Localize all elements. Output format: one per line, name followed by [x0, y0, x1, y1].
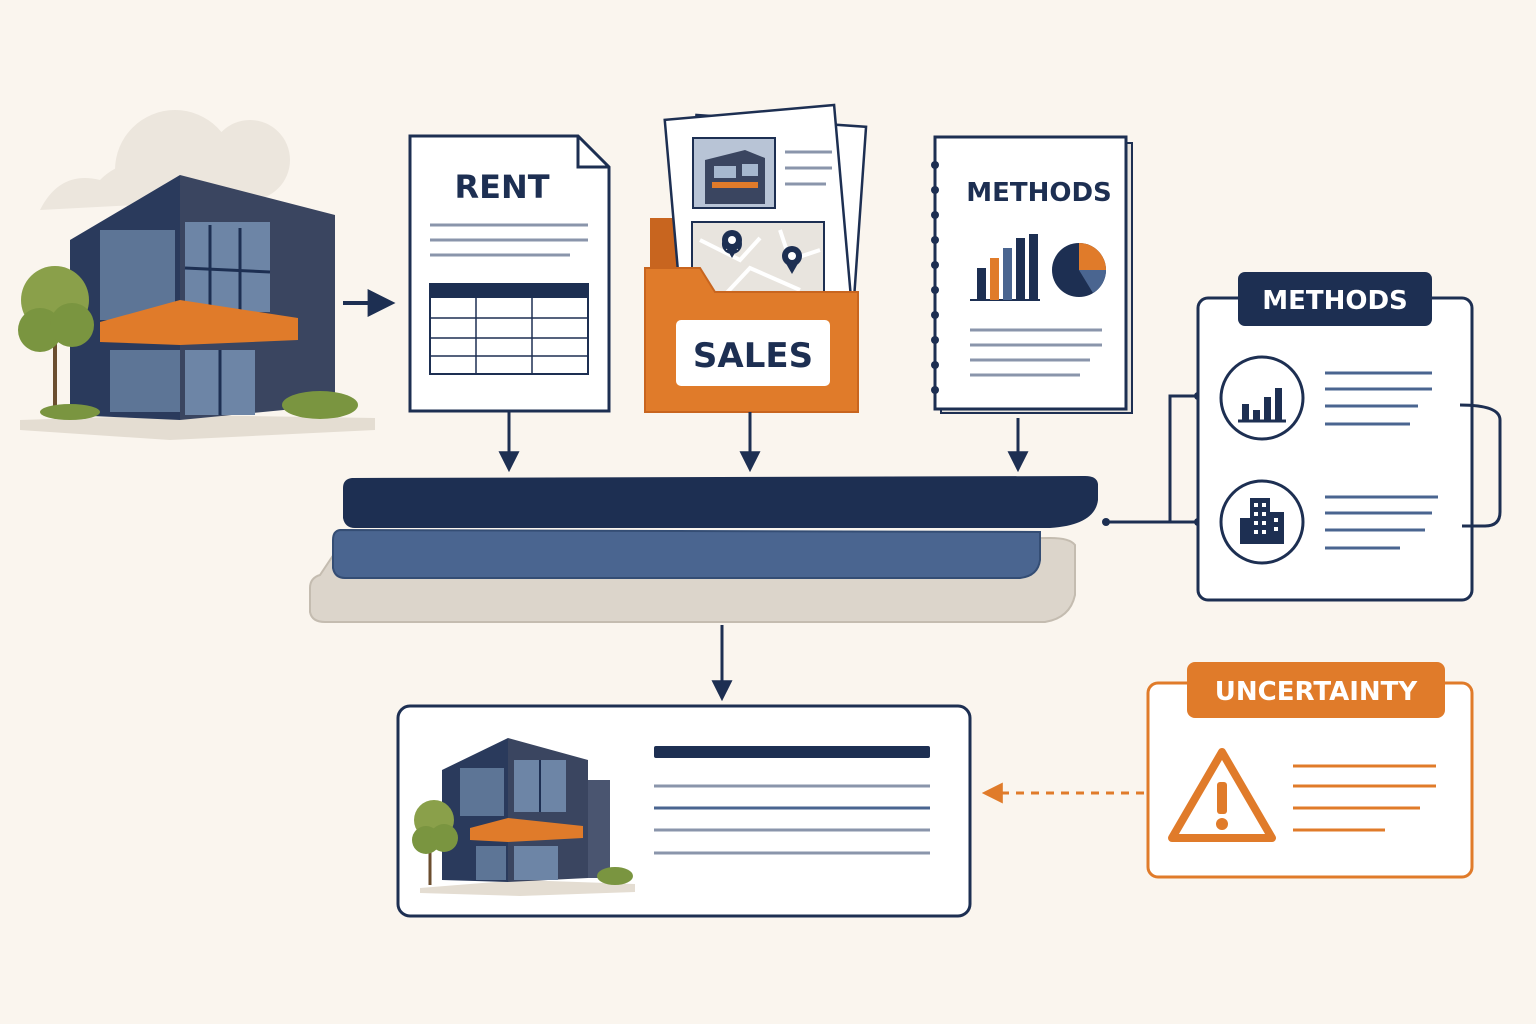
rent-table-icon	[429, 283, 589, 375]
pie-chart-icon	[1052, 243, 1106, 297]
methods-report: METHODS	[931, 135, 1133, 414]
warning-triangle-icon	[1168, 748, 1276, 842]
office-building-illustration	[412, 738, 635, 896]
uncertainty-panel: UNCERTAINTY	[1146, 662, 1474, 879]
methods-panel: METHODS	[1196, 272, 1502, 602]
bar-chart-icon	[1219, 355, 1305, 441]
data-platform-stack	[309, 476, 1098, 623]
office-building-illustration	[18, 110, 375, 440]
valuation-output-card	[396, 704, 972, 918]
uncertainty-panel-title: UNCERTAINTY	[1215, 677, 1419, 707]
methods-report-title: METHODS	[966, 178, 1112, 208]
bar-chart-icon	[970, 234, 1040, 301]
rent-document: RENT	[408, 134, 611, 413]
rent-title: RENT	[454, 168, 549, 206]
sales-folder: SALES	[644, 103, 868, 413]
office-building-icon	[1219, 479, 1305, 565]
methods-panel-title: METHODS	[1262, 286, 1408, 316]
sales-title: SALES	[693, 336, 813, 376]
listing-photo-icon	[692, 137, 776, 209]
